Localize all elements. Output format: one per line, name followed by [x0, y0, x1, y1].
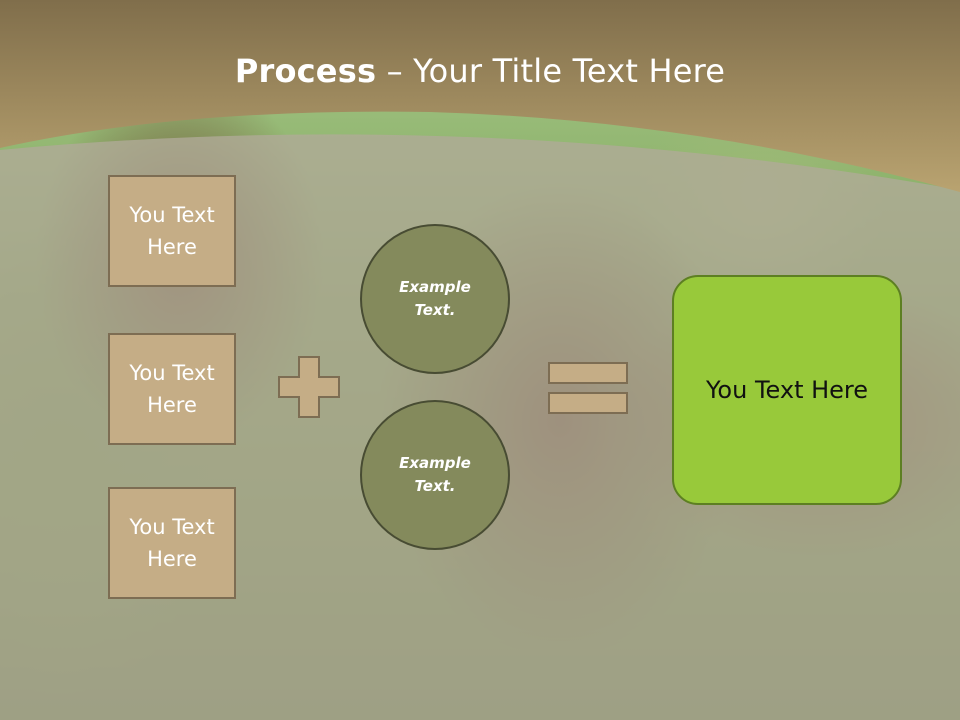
- text-box-2[interactable]: You Text Here: [108, 333, 236, 445]
- title-rest: – Your Title Text Here: [376, 52, 726, 90]
- example-circle-2-label: Example Text.: [399, 454, 471, 495]
- example-circle-1[interactable]: Example Text.: [360, 224, 510, 374]
- text-box-1-label: You Text Here: [129, 203, 215, 259]
- example-circle-1-label: Example Text.: [399, 278, 471, 319]
- result-box[interactable]: You Text Here: [672, 275, 902, 505]
- title-bold: Process: [234, 52, 377, 90]
- page-title: Process – Your Title Text Here: [0, 52, 960, 90]
- text-box-3-label: You Text Here: [129, 515, 215, 571]
- text-box-2-label: You Text Here: [129, 361, 215, 417]
- plus-icon: [278, 356, 340, 418]
- text-box-1[interactable]: You Text Here: [108, 175, 236, 287]
- example-circle-2[interactable]: Example Text.: [360, 400, 510, 550]
- result-box-label: You Text Here: [705, 376, 869, 404]
- text-box-3[interactable]: You Text Here: [108, 487, 236, 599]
- equals-icon: [548, 362, 628, 414]
- title-band: [0, 0, 960, 192]
